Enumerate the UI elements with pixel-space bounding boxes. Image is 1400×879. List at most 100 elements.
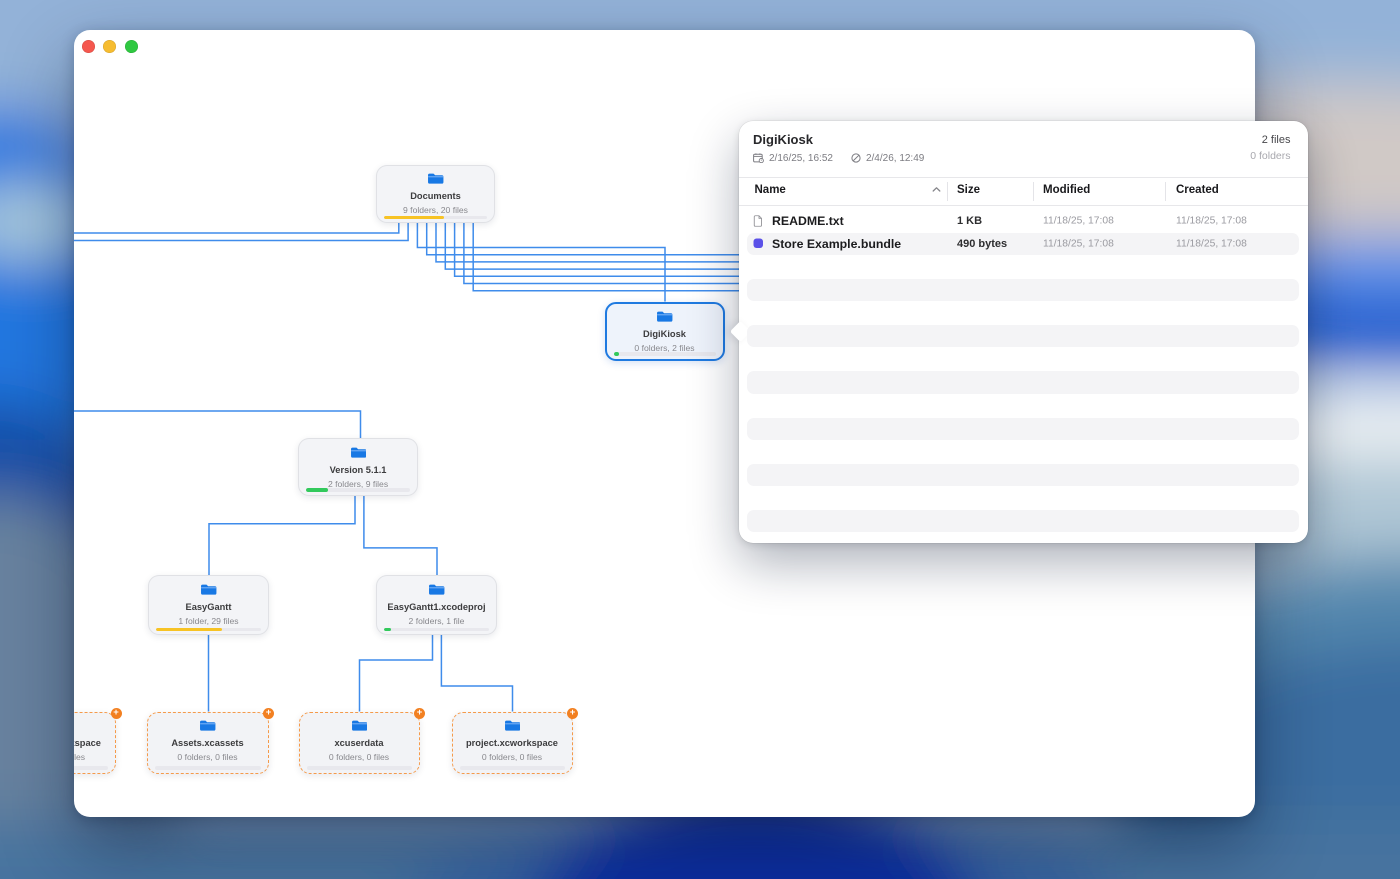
- column-header-created[interactable]: Created: [1176, 184, 1219, 196]
- file-name: README.txt: [772, 213, 844, 228]
- folder-icon: [350, 446, 367, 459]
- tree-connector-line: [440, 635, 513, 712]
- empty-row: [739, 325, 1308, 348]
- column-header-modified[interactable]: Modified: [1043, 184, 1091, 196]
- file-created: 11/18/25, 17:08: [1176, 238, 1247, 250]
- node-progress-track: [73, 766, 108, 770]
- file-table: README.txt 1 KB 11/18/25, 17:08 11/18/25, 1…: [739, 209, 1308, 533]
- file-size: 490 bytes: [957, 237, 1008, 250]
- column-separator: [1032, 182, 1034, 201]
- empty-row: [739, 487, 1308, 510]
- file-modified: 11/18/25, 17:08: [1043, 238, 1114, 250]
- table-header-divider: [739, 204, 1308, 206]
- tree-node-workspace-cutoff[interactable]: project.xcworkspace 0 folders, 0 files +: [73, 707, 122, 774]
- folder-detail-popover: DigiKiosk 2/16/25, 16:52 2/4/26, 12:49: [729, 121, 1308, 543]
- node-title: Assets.xcassets: [171, 738, 244, 748]
- folder-icon: [427, 172, 444, 185]
- zoom-button[interactable]: [125, 39, 139, 53]
- empty-row: [739, 440, 1308, 463]
- node-progress-track: [384, 627, 489, 631]
- empty-row: [739, 394, 1308, 417]
- empty-row: [739, 510, 1308, 533]
- tree-connector-line: [207, 495, 356, 575]
- tree-node-xcuserdata[interactable]: xcuserdata 0 folders, 0 files +: [298, 707, 425, 774]
- tree-connector-line: [73, 410, 361, 438]
- node-subtitle: 0 folders, 0 files: [481, 752, 543, 762]
- tree-connector-line: [362, 495, 438, 575]
- tree-connector-line: [358, 635, 433, 712]
- node-title: Documents: [410, 191, 461, 201]
- empty-row: [739, 417, 1308, 440]
- node-subtitle: 9 folders, 20 files: [403, 205, 468, 215]
- node-progress-fill: [384, 215, 444, 219]
- empty-row: [739, 278, 1308, 302]
- node-progress-fill: [613, 352, 619, 356]
- node-progress-track: [306, 488, 410, 492]
- node-subtitle: 0 folders, 0 files: [177, 752, 238, 762]
- tree-connector-line: [73, 223, 400, 234]
- calendar-clock-icon: [753, 153, 764, 163]
- node-subtitle: 0 folders, 0 files: [328, 752, 390, 762]
- row-stripe: [747, 464, 1299, 487]
- node-subtitle: 0 folders, 0 files: [74, 752, 86, 762]
- popover-dates: 2/16/25, 16:52 2/4/26, 12:49: [753, 153, 924, 164]
- add-badge-icon[interactable]: +: [414, 707, 425, 719]
- node-title: project.xcworkspace: [74, 738, 101, 748]
- files-count: 2 files: [1261, 133, 1291, 146]
- tree-node-documents[interactable]: Documents 9 folders, 20 files: [376, 164, 495, 223]
- header-divider: [739, 177, 1308, 178]
- node-progress-track: [459, 766, 565, 770]
- node-progress-track: [613, 352, 716, 356]
- file-modified: 11/18/25, 17:08: [1043, 215, 1114, 227]
- add-badge-icon[interactable]: +: [110, 707, 122, 719]
- node-progress-track: [306, 766, 412, 770]
- folder-icon: [351, 719, 368, 732]
- node-subtitle: 0 folders, 2 files: [634, 343, 695, 353]
- close-button[interactable]: [81, 39, 95, 53]
- column-separator: [1165, 182, 1166, 201]
- folder-icon: [504, 719, 521, 732]
- node-progress-fill: [384, 627, 392, 631]
- empty-row: [739, 302, 1308, 325]
- node-subtitle: 1 folder, 29 files: [178, 615, 239, 626]
- column-header-size[interactable]: Size: [957, 184, 981, 196]
- modified-date: 2/4/26, 12:49: [865, 152, 925, 164]
- node-subtitle: 2 folders, 9 files: [327, 478, 389, 489]
- sort-ascending-icon[interactable]: [932, 186, 941, 193]
- file-size: 1 KB: [957, 214, 983, 227]
- popover-title: DigiKiosk: [753, 132, 813, 147]
- column-separator: [946, 182, 948, 201]
- empty-row: [739, 464, 1308, 487]
- row-stripe: [747, 510, 1299, 533]
- minimize-button[interactable]: [103, 39, 117, 53]
- add-badge-icon[interactable]: +: [567, 707, 578, 719]
- node-title: EasyGantt: [185, 601, 232, 612]
- node-title: xcuserdata: [334, 738, 384, 748]
- node-progress-fill: [156, 627, 223, 631]
- column-header-name[interactable]: Name: [754, 184, 786, 196]
- window-controls: [81, 39, 139, 53]
- popover-header: DigiKiosk 2/16/25, 16:52 2/4/26, 12:49: [739, 121, 1308, 177]
- created-date: 2/16/25, 16:52: [769, 152, 833, 164]
- tree-node-assets-xcassets[interactable]: Assets.xcassets 0 folders, 0 files +: [146, 707, 274, 774]
- tree-connector-line: [73, 223, 409, 242]
- empty-row: [739, 255, 1308, 278]
- tree-node-easygantt[interactable]: EasyGantt 1 folder, 29 files: [148, 575, 269, 635]
- node-progress-track: [384, 215, 487, 219]
- document-icon: [753, 214, 763, 227]
- node-progress-fill: [306, 488, 329, 492]
- node-progress-track: [154, 766, 261, 770]
- add-badge-icon[interactable]: +: [263, 707, 274, 719]
- row-stripe: [747, 232, 1299, 255]
- row-stripe: [747, 325, 1299, 348]
- row-stripe: [747, 417, 1299, 440]
- node-progress-track: [156, 627, 261, 631]
